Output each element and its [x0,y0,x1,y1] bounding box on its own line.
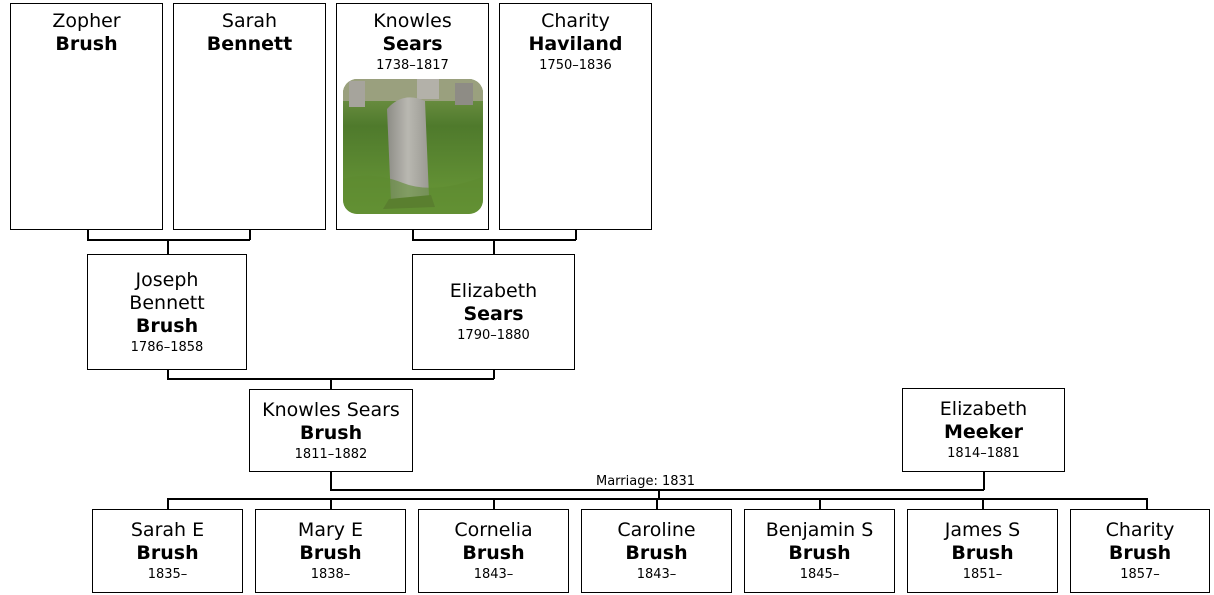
last-name: Haviland [528,33,623,55]
connector [493,239,495,254]
connector [1146,498,1148,509]
connector [982,498,984,509]
first-name: Benjamin S [765,519,874,541]
connector [412,230,414,240]
life-dates: 1851– [962,567,1003,582]
first-name: Caroline [617,519,696,541]
first-name: Sarah E [130,519,205,541]
connector [167,498,169,509]
last-name: Brush [625,542,688,564]
person-card-child[interactable]: Caroline Brush 1843– [581,509,732,593]
last-name: Brush [136,542,199,564]
life-dates: 1811–1882 [294,446,368,462]
person-card-child[interactable]: Mary E Brush 1838– [255,509,406,593]
first-name: Elizabeth [939,398,1028,420]
connector [167,239,169,254]
connector [493,370,495,379]
life-dates: 1790–1880 [457,328,530,343]
first-name: Sarah [221,10,278,32]
first-name: Charity [541,10,610,32]
life-dates: 1857– [1120,567,1160,582]
person-card-knowles-sears[interactable]: Knowles Sears 1738–1817 [336,3,489,230]
last-name: Bennett [206,33,293,55]
person-card-child[interactable]: Cornelia Brush 1843– [418,509,569,593]
life-dates: 1786–1858 [130,339,204,355]
last-name: Sears [463,303,524,325]
life-dates: 1845– [799,567,840,582]
life-dates: 1843– [473,567,514,582]
last-name: Sears [382,33,443,55]
life-dates: 1814–1881 [947,446,1020,461]
last-name: Brush [55,33,118,55]
person-card-elizabeth-meeker[interactable]: Elizabeth Meeker 1814–1881 [902,388,1065,472]
last-name: Brush [299,421,363,444]
person-card-elizabeth-sears[interactable]: Elizabeth Sears 1790–1880 [412,254,575,370]
person-card-charity-haviland[interactable]: Charity Haviland 1750–1836 [499,3,652,230]
first-name: Zopher [52,10,121,32]
life-dates: 1738–1817 [376,58,449,73]
last-name: Brush [951,542,1014,564]
connector [330,472,332,490]
marriage-label: Marriage: 1831 [596,474,696,489]
connector [249,230,251,240]
headstone-photo[interactable] [342,79,483,214]
last-name: Meeker [943,421,1024,443]
person-card-knowles-sears-brush[interactable]: Knowles Sears Brush 1811–1882 [249,389,413,472]
life-dates: 1750–1836 [539,58,612,73]
connector [819,498,821,509]
connector [658,489,660,499]
person-card-sarah-bennett[interactable]: Sarah Bennett [173,3,326,230]
connector [167,370,169,379]
connector [87,239,250,241]
connector [656,498,658,509]
first-name: Mary E [297,519,364,541]
last-name: Brush [135,314,199,337]
last-name: Brush [462,542,525,564]
person-card-child[interactable]: Sarah E Brush 1835– [92,509,243,593]
first-name: Charity [1105,519,1175,541]
first-name: Joseph [135,268,199,291]
life-dates: 1843– [636,567,677,582]
marriage-line [330,489,984,491]
last-name: Brush [299,542,362,564]
connector [983,472,985,490]
connector [87,230,89,240]
life-dates: 1835– [147,567,188,582]
first-name: Cornelia [454,519,533,541]
person-card-zopher-brush[interactable]: Zopher Brush [10,3,163,230]
person-card-child[interactable]: James S Brush 1851– [907,509,1058,593]
middle-name: Bennett [129,291,205,314]
person-card-child[interactable]: Charity Brush 1857– [1070,509,1210,593]
first-name: Elizabeth [449,280,538,302]
connector [330,498,332,509]
connector [575,230,577,240]
first-name: James S [944,519,1021,541]
last-name: Brush [788,542,851,564]
last-name: Brush [1108,542,1172,564]
first-name: Knowles Sears [262,398,400,421]
first-name: Knowles [373,10,452,32]
life-dates: 1838– [310,567,351,582]
person-card-child[interactable]: Benjamin S Brush 1845– [744,509,895,593]
connector [493,498,495,509]
connector [330,378,332,389]
person-card-joseph-bennett-brush[interactable]: Joseph Bennett Brush 1786–1858 [87,254,247,370]
